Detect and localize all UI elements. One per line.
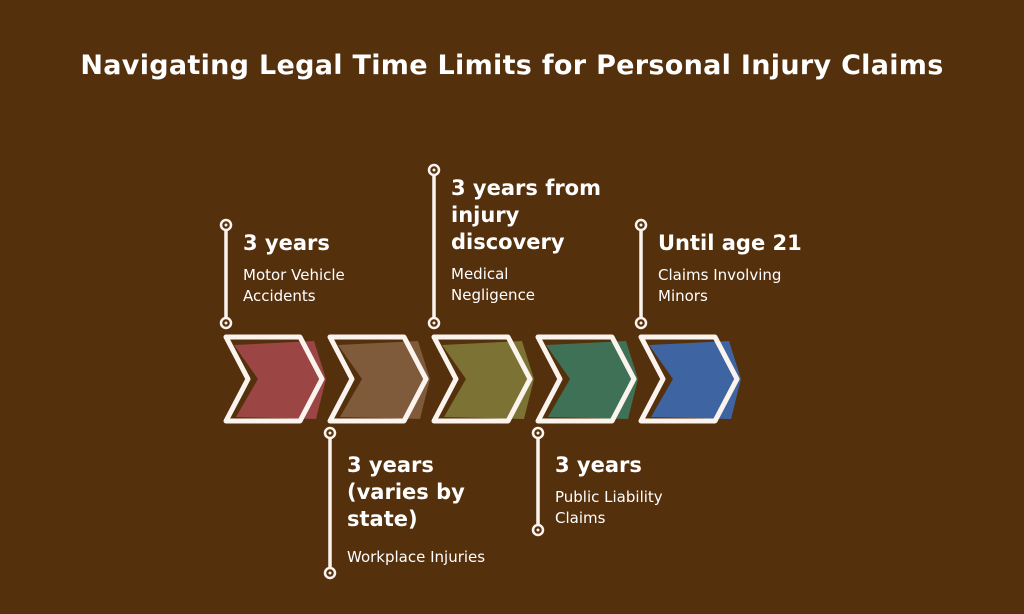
step-label-2: 3 years (varies by state) Workplace Inju… xyxy=(347,452,527,568)
step-value: 3 years xyxy=(555,453,642,477)
chevron-fill xyxy=(546,341,638,419)
step-label-3: 3 years from injury discovery Medical Ne… xyxy=(451,175,631,306)
chevron-fill xyxy=(338,341,430,419)
connector-dot-center xyxy=(536,528,540,532)
step-label-4: 3 years Public Liability Claims xyxy=(555,452,735,529)
connector-dot-center xyxy=(328,431,332,435)
chevron-fill xyxy=(442,341,534,419)
step-label-1: 3 years Motor Vehicle Accidents xyxy=(243,230,423,307)
connector-dot-center xyxy=(432,168,436,172)
step-value: 3 years (varies by state) xyxy=(347,453,465,531)
step-category: Medical Negligence xyxy=(451,265,536,304)
chevron-outline xyxy=(327,334,429,424)
chevron-outline xyxy=(638,334,740,424)
step-category: Motor Vehicle Accidents xyxy=(243,266,345,305)
page-title: Navigating Legal Time Limits for Persona… xyxy=(80,50,944,81)
step-label-5: Until age 21 Claims Involving Minors xyxy=(658,230,838,307)
step-category: Public Liability Claims xyxy=(555,488,663,527)
step-category: Claims Involving Minors xyxy=(658,266,782,305)
connector-dot-center xyxy=(536,431,540,435)
step-value: 3 years from injury discovery xyxy=(451,176,601,254)
step-value: 3 years xyxy=(243,231,330,255)
step-category: Workplace Injuries xyxy=(347,548,486,566)
chevron-outline xyxy=(223,334,325,424)
connector-dot-center xyxy=(639,223,643,227)
chevron-fill xyxy=(234,341,326,419)
step-value: Until age 21 xyxy=(658,231,802,255)
connector-dot-center xyxy=(639,321,643,325)
connector-dot-center xyxy=(328,571,332,575)
chevron-outline xyxy=(431,334,533,424)
connector-dot-center xyxy=(224,321,228,325)
connector-dot-center xyxy=(224,223,228,227)
connector-dot-center xyxy=(432,321,436,325)
chevron-fill xyxy=(649,341,741,419)
chevron-outline xyxy=(535,334,637,424)
